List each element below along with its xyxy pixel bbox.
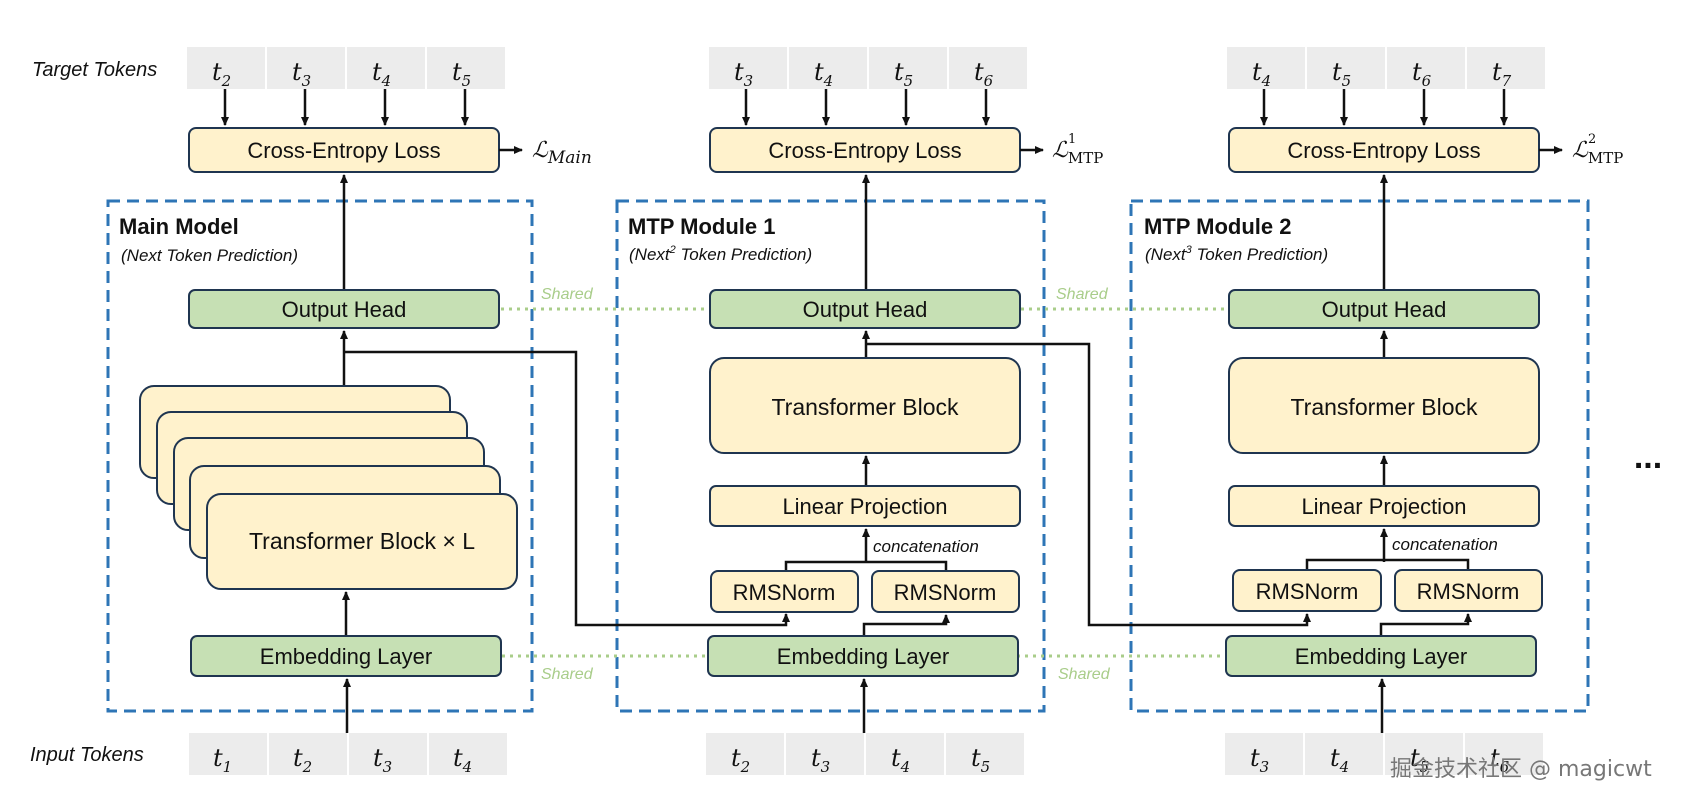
mtp1-target-token: t4 <box>814 58 833 90</box>
mtp2-subtitle: (Next3 Token Prediction) <box>1145 244 1328 264</box>
mtp1-rmsnorm-left-box <box>710 570 859 613</box>
mtp2-target-tokens: t4 t5 t6 t7 <box>1227 47 1545 90</box>
mtp1-input-token: t3 <box>811 744 830 776</box>
input-tokens-header: Input Tokens <box>30 744 144 766</box>
mtp1-to-mtp2-connector <box>866 342 1311 627</box>
main-target-token: t5 <box>452 58 471 90</box>
mtp2-transformer-label: Transformer Block <box>1290 394 1478 420</box>
shared-label-embedding-1: Shared <box>541 666 594 683</box>
mtp1-target-token: t3 <box>734 58 753 90</box>
mtp2-rmsnorm-right-label: RMSNorm <box>1417 579 1520 604</box>
mtp1-title: MTP Module 1 <box>628 214 776 239</box>
main-input-token: t3 <box>373 744 392 776</box>
mtp1-output-head-label: Output Head <box>803 297 928 322</box>
mtp1-output-head-box <box>709 289 1021 329</box>
mtp1-transformer-label: Transformer Block <box>771 394 959 420</box>
mtp2-linear-projection-label: Linear Projection <box>1301 494 1466 519</box>
mtp2-target-token: t5 <box>1332 58 1351 90</box>
mtp2-input-token: t4 <box>1330 744 1349 776</box>
main-target-token: t2 <box>212 58 231 90</box>
main-output-head-box <box>188 289 500 329</box>
mtp1-linear-projection-label: Linear Projection <box>782 494 947 519</box>
main-input-token: t1 <box>213 744 232 776</box>
target-tokens-header: Target Tokens <box>32 59 157 81</box>
mtp1-transformer-box <box>709 357 1021 454</box>
main-embedding-label: Embedding Layer <box>260 644 432 669</box>
main-model-container <box>106 199 534 713</box>
mtp1-rmsnorm-right-label: RMSNorm <box>894 580 997 605</box>
shared-label-output-2: Shared <box>1056 286 1109 303</box>
mtp2-title: MTP Module 2 <box>1144 214 1292 239</box>
mtp1-target-token: t6 <box>974 58 994 90</box>
mtp2-transformer-box <box>1228 357 1540 454</box>
mtp2-loss-symbol: ℒMTP2 <box>1572 132 1623 167</box>
main-loss-symbol: ℒMain <box>532 138 592 168</box>
main-output-head-label: Output Head <box>282 297 407 322</box>
mtp2-cross-entropy-label: Cross-Entropy Loss <box>1287 138 1480 163</box>
main-target-token: t4 <box>372 58 391 90</box>
mtp2-input-token: t6 <box>1490 744 1510 776</box>
mtp2-input-token: t5 <box>1410 744 1429 776</box>
mtp1-subtitle: (Next2 Token Prediction) <box>629 244 812 264</box>
watermark-text: 掘金技术社区 @ magicwt <box>1390 757 1652 782</box>
mtp2-input-tokens: t3 t4 t5 t6 <box>1225 733 1543 776</box>
mtp1-rmsnorm-right-box <box>871 570 1020 613</box>
main-target-tokens: t2 t3 t4 t5 <box>187 47 505 90</box>
mtp2-rmsnorm-left-label: RMSNorm <box>1256 579 1359 604</box>
mtp2-target-token: t4 <box>1252 58 1271 90</box>
mtp2-output-head-box <box>1228 289 1540 329</box>
mtp1-input-token: t5 <box>971 744 990 776</box>
mtp1-linear-projection-box <box>709 485 1021 527</box>
main-input-tokens: t1 t2 t3 t4 <box>189 733 507 776</box>
main-target-token: t3 <box>292 58 311 90</box>
mtp1-embedding-box <box>707 635 1019 677</box>
main-to-mtp1-connector <box>344 350 790 627</box>
main-model-title: Main Model <box>119 214 239 239</box>
more-modules-ellipsis: ... <box>1634 438 1662 476</box>
mtp2-linear-projection-box <box>1228 485 1540 527</box>
mtp1-input-token: t2 <box>731 744 750 776</box>
mtp1-embedding-label: Embedding Layer <box>777 644 949 669</box>
mtp2-container <box>1129 199 1590 713</box>
mtp1-input-token: t4 <box>891 744 910 776</box>
mtp2-concatenation-label: concatenation <box>1392 535 1498 554</box>
mtp2-target-token: t7 <box>1492 58 1512 90</box>
mtp2-embedding-label: Embedding Layer <box>1295 644 1467 669</box>
mtp2-embedding-box <box>1225 635 1537 677</box>
mtp2-target-token: t6 <box>1412 58 1432 90</box>
shared-label-embedding-2: Shared <box>1058 666 1111 683</box>
main-transformer-stack <box>139 385 518 590</box>
main-transformer-label: Transformer Block × L <box>249 528 475 554</box>
mtp2-input-token: t3 <box>1250 744 1269 776</box>
mtp1-container <box>615 199 1046 713</box>
main-cross-entropy-label: Cross-Entropy Loss <box>247 138 440 163</box>
mtp1-target-token: t5 <box>894 58 913 90</box>
mtp1-target-tokens: t3 t4 t5 t6 <box>709 47 1027 90</box>
main-embedding-box <box>190 635 502 677</box>
mtp2-rmsnorm-left-box <box>1232 569 1382 612</box>
mtp1-input-tokens: t2 t3 t4 t5 <box>706 733 1024 776</box>
mtp1-loss-symbol: ℒMTP1 <box>1052 132 1103 167</box>
mtp1-cross-entropy-label: Cross-Entropy Loss <box>768 138 961 163</box>
main-model-subtitle: (Next Token Prediction) <box>121 246 298 265</box>
main-input-token: t2 <box>293 744 312 776</box>
main-transformer-box <box>206 493 518 590</box>
mtp1-rmsnorm-left-label: RMSNorm <box>733 580 836 605</box>
mtp1-concatenation-label: concatenation <box>873 537 979 556</box>
mtp2-rmsnorm-right-box <box>1394 569 1543 612</box>
main-input-token: t4 <box>453 744 472 776</box>
mtp2-output-head-label: Output Head <box>1322 297 1447 322</box>
shared-label-output-1: Shared <box>541 286 594 303</box>
